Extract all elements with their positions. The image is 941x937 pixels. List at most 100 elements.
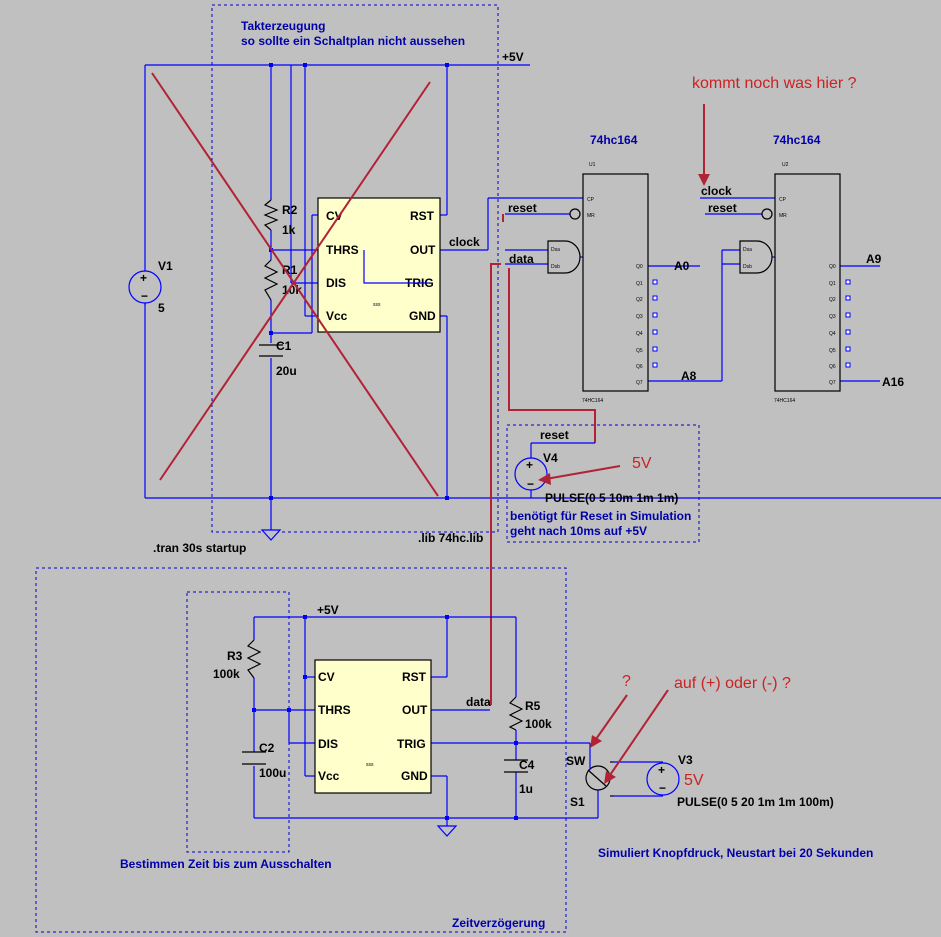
svg-text:Q0: Q0 [829,264,836,270]
svg-text:Dsb: Dsb [743,264,752,270]
svg-text:Dsa: Dsa [743,247,752,253]
u1-74hc164[interactable] [582,173,649,392]
v4-note-1: benötigt für Reset in Simulation [510,509,691,523]
v4-wires [530,442,595,498]
u1-pin-names: CP MR Dsa Dsb Q0 Q1 Q2 Q3 Q4 Q5 Q6 Q7 [551,197,643,386]
annotation-v4-5v: 5V [632,455,652,472]
top-title-1: Takterzeugung [241,19,325,33]
red-arrow-v4-head [538,473,551,485]
svg-text:THRS: THRS [318,703,351,717]
r1-name: R1 [282,263,298,277]
u2-mr-bubble [761,208,773,220]
red-trace-data [490,263,501,705]
svg-text:Q2: Q2 [636,297,643,303]
red-trace-reset [508,268,596,443]
net-a0: A0 [674,259,690,273]
switch-s1[interactable] [585,743,614,797]
net-a8: A8 [681,369,697,383]
bottom-supply-label: +5V [317,603,339,617]
svg-text:Q4: Q4 [829,331,836,337]
svg-text:Q1: Q1 [829,281,836,287]
r5-value: 100k [525,717,552,731]
u2-pin-squares [845,279,851,368]
svg-text:+: + [140,271,147,285]
svg-text:−: − [527,477,534,491]
c2-name: C2 [259,741,275,755]
c1-capacitor[interactable] [259,344,283,357]
svg-text:Q7: Q7 [829,380,836,386]
r2-name: R2 [282,203,298,217]
u1-data-label: data [509,252,534,266]
svg-text:Vcc: Vcc [326,309,348,323]
svg-text:CP: CP [587,197,595,203]
u2-title: 74hc164 [773,133,821,147]
v4-source[interactable]: + − [514,457,548,491]
red-arrow-pol-head [604,771,616,784]
v1-source[interactable]: + − [128,270,162,304]
u1-title: 74hc164 [590,133,638,147]
c1-value: 20u [276,364,297,378]
r5-resistor[interactable] [508,696,524,731]
svg-text:−: − [141,289,148,303]
c2-value: 100u [259,766,286,780]
v4-name: V4 [543,451,558,465]
svg-text:Q5: Q5 [636,348,643,354]
svg-text:Q0: Q0 [636,264,643,270]
u2-clock-label: clock [701,184,732,198]
outer-caption: Zeitverzögerung [452,916,545,930]
svg-text:Q1: Q1 [636,281,643,287]
top-wires [144,64,941,530]
c1-name: C1 [276,339,292,353]
u2-ref: U2 [782,162,789,168]
svg-text:OUT: OUT [402,703,428,717]
v3-source[interactable]: + − [646,762,680,796]
v4-frame [506,424,700,543]
u2-and-gate [739,240,773,274]
svg-text:DIS: DIS [318,737,338,751]
svg-text:sss: sss [373,302,381,308]
svg-text:Dsb: Dsb [551,264,560,270]
svg-text:Dsa: Dsa [551,247,560,253]
annotation-polarity: auf (+) oder (-) ? [674,675,791,692]
svg-text:Q5: Q5 [829,348,836,354]
svg-text:CP: CP [779,197,787,203]
timer-555-bottom[interactable] [314,659,432,794]
lib-directive: .lib 74hc.lib [418,531,483,545]
svg-text:+: + [658,763,665,777]
u1-part: 74HC164 [582,398,603,404]
c4-value: 1u [519,782,533,796]
c4-capacitor[interactable] [504,759,528,773]
u2-74hc164[interactable] [774,173,841,392]
u2-reset-label: reset [708,201,737,215]
sim-caption: Simuliert Knopfdruck, Neustart bei 20 Se… [598,846,873,860]
c2-capacitor[interactable] [242,751,266,765]
v1-name: V1 [158,259,173,273]
svg-text:sss: sss [366,762,374,768]
svg-text:MR: MR [779,213,787,219]
ground-icon [260,529,282,541]
red-arrow-q-head [590,735,602,748]
r3-resistor[interactable] [246,639,262,679]
u1-ref: U1 [589,162,596,168]
svg-text:Q3: Q3 [636,314,643,320]
sw-label: SW [566,754,586,768]
annotation-question-top: kommt noch was hier ? [692,75,857,92]
r2-resistor[interactable] [263,199,279,231]
svg-text:Q7: Q7 [636,380,643,386]
v4-pulse: PULSE(0 5 10m 1m 1m) [545,491,678,505]
u1-mr-bubble [569,208,581,220]
r3-name: R3 [227,649,243,663]
v4-reset-label: reset [540,428,569,442]
u1-reset-label: reset [508,201,537,215]
r2-value: 1k [282,223,296,237]
timer-555-top[interactable] [317,197,441,333]
svg-text:RST: RST [402,670,427,684]
annotation-v3-5v: 5V [684,772,704,789]
top-block-frame [211,4,499,533]
svg-text:OUT: OUT [410,243,436,257]
svg-text:CV: CV [326,209,343,223]
annotation-question-mark: ? [622,673,631,690]
red-arrow-v4-line [539,465,621,481]
r1-resistor[interactable] [263,259,279,301]
